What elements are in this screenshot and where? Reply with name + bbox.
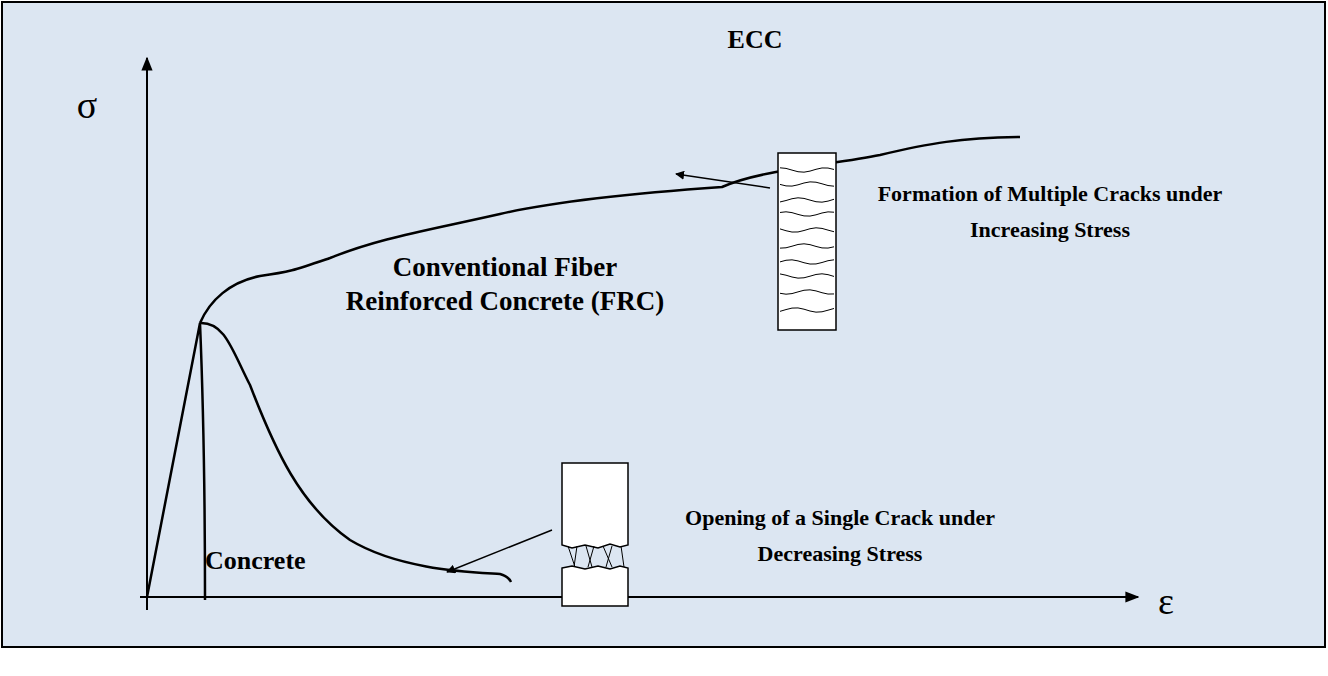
crack-line xyxy=(780,308,834,312)
crack-line xyxy=(780,274,834,278)
axis-label: ε xyxy=(1146,578,1186,624)
bridging-fibers xyxy=(568,546,624,567)
ecc-specimen xyxy=(778,153,836,330)
leader-arrow xyxy=(676,174,770,188)
crack-line xyxy=(780,182,834,186)
crack-line xyxy=(780,212,834,216)
frc-specimen-top xyxy=(562,463,628,548)
chart-frame xyxy=(2,2,1325,647)
crack-line xyxy=(780,198,834,202)
frc-curve xyxy=(200,323,511,582)
crack-line xyxy=(780,228,834,232)
leader-arrow xyxy=(447,530,552,572)
ecc-curve xyxy=(200,137,1020,323)
fiber xyxy=(603,546,612,567)
note-label: Opening of a Single Crack under Decreasi… xyxy=(640,500,1040,572)
curve-label: Concrete xyxy=(205,545,355,576)
crack-line xyxy=(780,260,834,264)
concrete-curve xyxy=(147,323,205,600)
multiple-cracks xyxy=(780,168,834,312)
crack-line xyxy=(780,290,834,294)
curve-label: ECC xyxy=(700,24,810,55)
crack-line xyxy=(780,168,834,172)
fiber xyxy=(606,546,612,567)
crack-line xyxy=(780,244,834,248)
frc-specimen-bottom xyxy=(562,566,628,606)
fiber xyxy=(574,546,577,567)
stress-axis xyxy=(146,58,148,610)
fiber xyxy=(588,546,594,567)
note-label: Formation of Multiple Cracks under Incre… xyxy=(845,176,1255,248)
fiber xyxy=(621,546,624,567)
strain-axis xyxy=(140,596,1138,598)
axis-label: σ xyxy=(62,82,112,128)
curve-label: Conventional Fiber Reinforced Concrete (… xyxy=(335,250,675,318)
